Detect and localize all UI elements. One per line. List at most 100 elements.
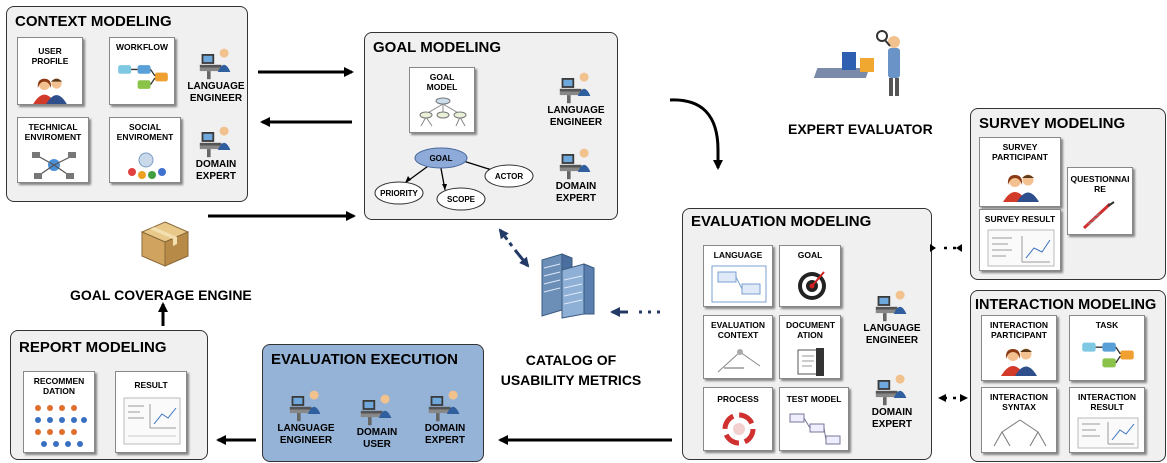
survey-result-chart-icon	[987, 229, 1055, 267]
interaction-participant-card[interactable]: INTERACTION PARTICIPANT	[981, 315, 1057, 381]
survey-result-label: SURVEY RESULT	[984, 214, 1056, 224]
goal-model-card[interactable]: GOAL MODEL	[409, 67, 475, 133]
interaction-modeling-panel: INTERACTION MODELING INTERACTION PARTICI…	[970, 290, 1166, 462]
evaluation-execution-title: EVALUATION EXECUTION	[271, 351, 458, 368]
expert-evaluator-label: EXPERT EVALUATOR	[788, 121, 933, 137]
evaluation-modeling-panel: EVALUATION MODELING LANGUAGE GOAL EVALUA…	[682, 208, 932, 460]
documentation-label: DOCUMENT ATION	[786, 320, 836, 340]
process-card[interactable]: PROCESS	[703, 387, 773, 451]
survey-participant-card[interactable]: SURVEY PARTICIPANT	[979, 137, 1061, 207]
context-drawing-icon	[717, 349, 761, 373]
survey-result-card[interactable]: SURVEY RESULT	[979, 209, 1061, 271]
goal-coverage-engine-label: GOAL COVERAGE ENGINE	[70, 287, 252, 303]
box-icon	[140, 221, 190, 267]
interaction-syntax-card[interactable]: INTERACTION SYNTAX	[981, 387, 1057, 453]
goal-tree-icon	[419, 97, 467, 127]
catalog-to-goal-arrow	[498, 228, 514, 247]
expert-evaluator-icon	[813, 30, 900, 96]
report-modeling-panel: REPORT MODELING RECOMMEN DATION RESULT	[10, 330, 208, 460]
user-profile-card[interactable]: USER PROFILE	[17, 37, 83, 105]
context-domain-expert: DOMAIN EXPERT	[183, 123, 249, 183]
domain-expert-label: DOMAIN EXPERT	[555, 181, 597, 204]
workflow-label: WORKFLOW	[116, 42, 168, 52]
questionnaire-label: QUESTIONNAI RE	[1070, 174, 1130, 194]
catalog-label: CATALOG OF USABILITY METRICS	[500, 352, 642, 388]
actor-node[interactable]	[484, 164, 534, 188]
interaction-result-label: INTERACTION RESULT	[1077, 392, 1137, 412]
workflow-card[interactable]: WORKFLOW	[109, 37, 175, 105]
priority-node[interactable]	[374, 181, 424, 205]
context-language-engineer: LANGUAGE ENGINEER	[183, 45, 249, 105]
goal-modeling-title: GOAL MODELING	[373, 39, 502, 56]
goal-model-label: GOAL MODEL	[426, 72, 458, 92]
priority-node-label: PRIORITY	[380, 189, 418, 198]
documentation-card[interactable]: DOCUMENT ATION	[779, 315, 841, 379]
domain-expert-label: DOMAIN EXPERT	[871, 407, 913, 430]
evaluation-execution-panel: EVALUATION EXECUTION LANGUAGE ENGINEER D…	[262, 344, 484, 462]
language-engineer-label: LANGUAGE ENGINEER	[863, 323, 921, 346]
goal-label: GOAL	[797, 250, 823, 260]
language-diagram-icon	[711, 265, 767, 303]
goal-graph: GOAL ACTOR PRIORITY SCOPE	[374, 147, 534, 211]
test-model-icon	[789, 413, 841, 445]
evaluation-domain-expert: DOMAIN EXPERT	[855, 371, 929, 431]
result-label: RESULT	[134, 380, 168, 390]
execution-domain-expert: DOMAIN EXPERT	[413, 387, 477, 447]
result-chart-icon	[123, 397, 181, 445]
language-engineer-label: LANGUAGE ENGINEER	[277, 423, 335, 446]
test-model-label: TEST MODEL	[786, 394, 842, 404]
questionnaire-card[interactable]: QUESTIONNAI RE	[1067, 167, 1133, 235]
scope-node[interactable]	[436, 187, 486, 211]
survey-participant-label: SURVEY PARTICIPANT	[992, 142, 1048, 162]
domain-expert-label: DOMAIN EXPERT	[195, 159, 237, 182]
interaction-modeling-title: INTERACTION MODELING	[975, 297, 1157, 313]
goal-card[interactable]: GOAL	[779, 245, 841, 307]
interaction-result-card[interactable]: INTERACTION RESULT	[1069, 387, 1145, 453]
task-label: TASK	[1095, 320, 1119, 330]
technical-environment-label: TECHNICAL ENVIROMENT	[24, 122, 82, 142]
user-profile-label: USER PROFILE	[31, 46, 69, 66]
process-label: PROCESS	[717, 394, 759, 404]
recommendation-label: RECOMMEN DATION	[33, 376, 85, 396]
report-modeling-title: REPORT MODELING	[19, 339, 167, 356]
social-environment-card[interactable]: SOCIAL ENVIROMENT	[109, 117, 181, 183]
technical-environment-card[interactable]: TECHNICAL ENVIROMENT	[17, 117, 89, 183]
interaction-syntax-label: INTERACTION SYNTAX	[989, 392, 1049, 412]
result-card[interactable]: RESULT	[115, 371, 187, 453]
goal-node-label: GOAL	[429, 154, 452, 163]
language-engineer-label: LANGUAGE ENGINEER	[547, 105, 605, 128]
evaluation-language-engineer: LANGUAGE ENGINEER	[855, 287, 929, 347]
questionnaire-icon	[1082, 201, 1115, 230]
network-icon	[32, 152, 76, 179]
recommendation-grid-icon	[35, 405, 87, 447]
social-icon	[128, 152, 166, 179]
goal-to-evaluation-arrow	[669, 98, 723, 170]
language-card[interactable]: LANGUAGE	[703, 245, 773, 307]
task-card[interactable]: TASK	[1069, 315, 1145, 381]
process-cycle-icon	[722, 412, 756, 446]
test-model-card[interactable]: TEST MODEL	[779, 387, 849, 451]
evaluation-context-card[interactable]: EVALUATION CONTEXT	[703, 315, 773, 379]
context-modeling-title: CONTEXT MODELING	[15, 13, 172, 30]
server-icon	[541, 253, 595, 319]
documentation-icon	[797, 348, 824, 376]
goal-to-catalog-arrow	[513, 249, 530, 268]
goal-domain-expert: DOMAIN EXPERT	[541, 145, 611, 205]
recommendation-card[interactable]: RECOMMEN DATION	[23, 371, 95, 453]
actor-node-label: ACTOR	[495, 172, 524, 181]
goal-language-engineer: LANGUAGE ENGINEER	[541, 69, 611, 129]
survey-modeling-panel: SURVEY MODELING SURVEY PARTICIPANT QUEST…	[970, 108, 1166, 280]
language-engineer-label: LANGUAGE ENGINEER	[187, 81, 245, 104]
target-icon	[798, 271, 826, 300]
scope-node-label: SCOPE	[447, 195, 476, 204]
survey-modeling-title: SURVEY MODELING	[979, 115, 1126, 132]
interaction-participant-label: INTERACTION PARTICIPANT	[989, 320, 1049, 340]
interaction-result-chart-icon	[1077, 417, 1139, 449]
evaluation-modeling-title: EVALUATION MODELING	[691, 213, 872, 230]
evaluation-context-label: EVALUATION CONTEXT	[711, 320, 765, 340]
goal-node[interactable]	[414, 147, 468, 169]
domain-user-label: DOMAIN USER	[356, 427, 398, 450]
context-modeling-panel: CONTEXT MODELING USER PROFILE WORKFLOW T…	[6, 6, 248, 202]
language-label: LANGUAGE	[713, 250, 763, 260]
